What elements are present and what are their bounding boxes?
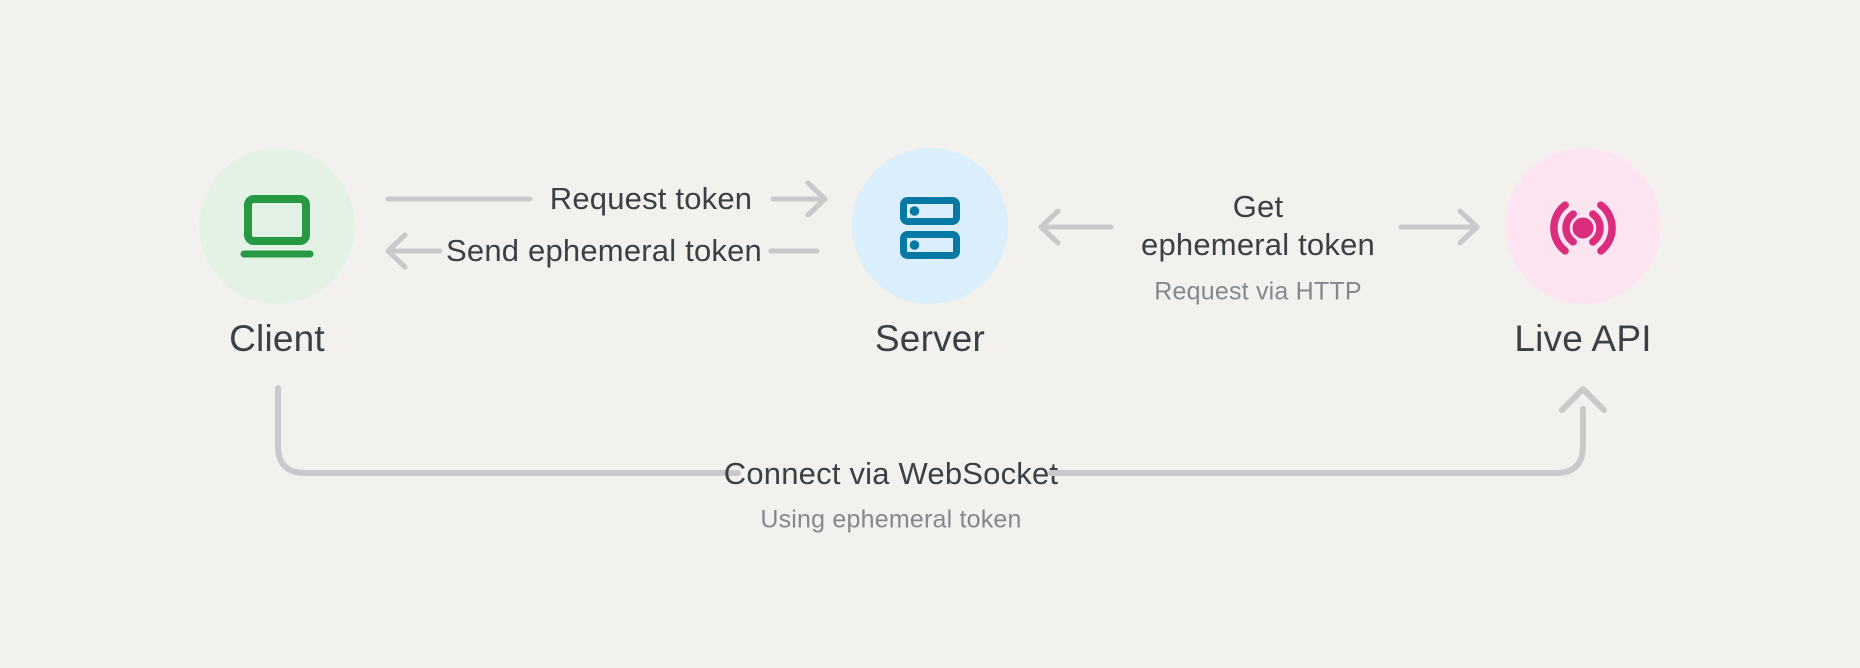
client-node-graphic [199,148,355,304]
server-label: Server [874,318,986,359]
laptop-icon [240,195,314,258]
send-token-line [768,248,820,254]
client-circle [199,148,355,304]
websocket-connector-left [275,385,741,476]
request-token-line [385,196,533,202]
server-rack-icon [900,197,960,259]
client-label: Client [229,318,325,359]
send-token-label: Send ephemeral token [446,233,762,268]
request-token-arrow-right-icon [770,180,828,218]
get-token-arrow-right-icon [1398,208,1480,246]
live-api-node-graphic [1505,148,1661,304]
get-token-label: Get ephemeral token [1141,189,1375,262]
server-circle [852,148,1008,304]
broadcast-icon [1550,201,1616,255]
server-node-graphic [852,148,1008,304]
get-token-sublabel: Request via HTTP [1154,277,1362,306]
websocket-label: Connect via WebSocket [723,456,1059,491]
request-token-label: Request token [549,181,753,216]
get-token-arrow-left-icon [1038,208,1114,246]
send-token-arrow-left-icon [385,232,443,270]
websocket-arrow-up-icon [1559,386,1607,413]
websocket-connector-right [1048,386,1607,476]
live-api-label: Live API [1514,318,1652,359]
websocket-sublabel: Using ephemeral token [760,505,1022,534]
